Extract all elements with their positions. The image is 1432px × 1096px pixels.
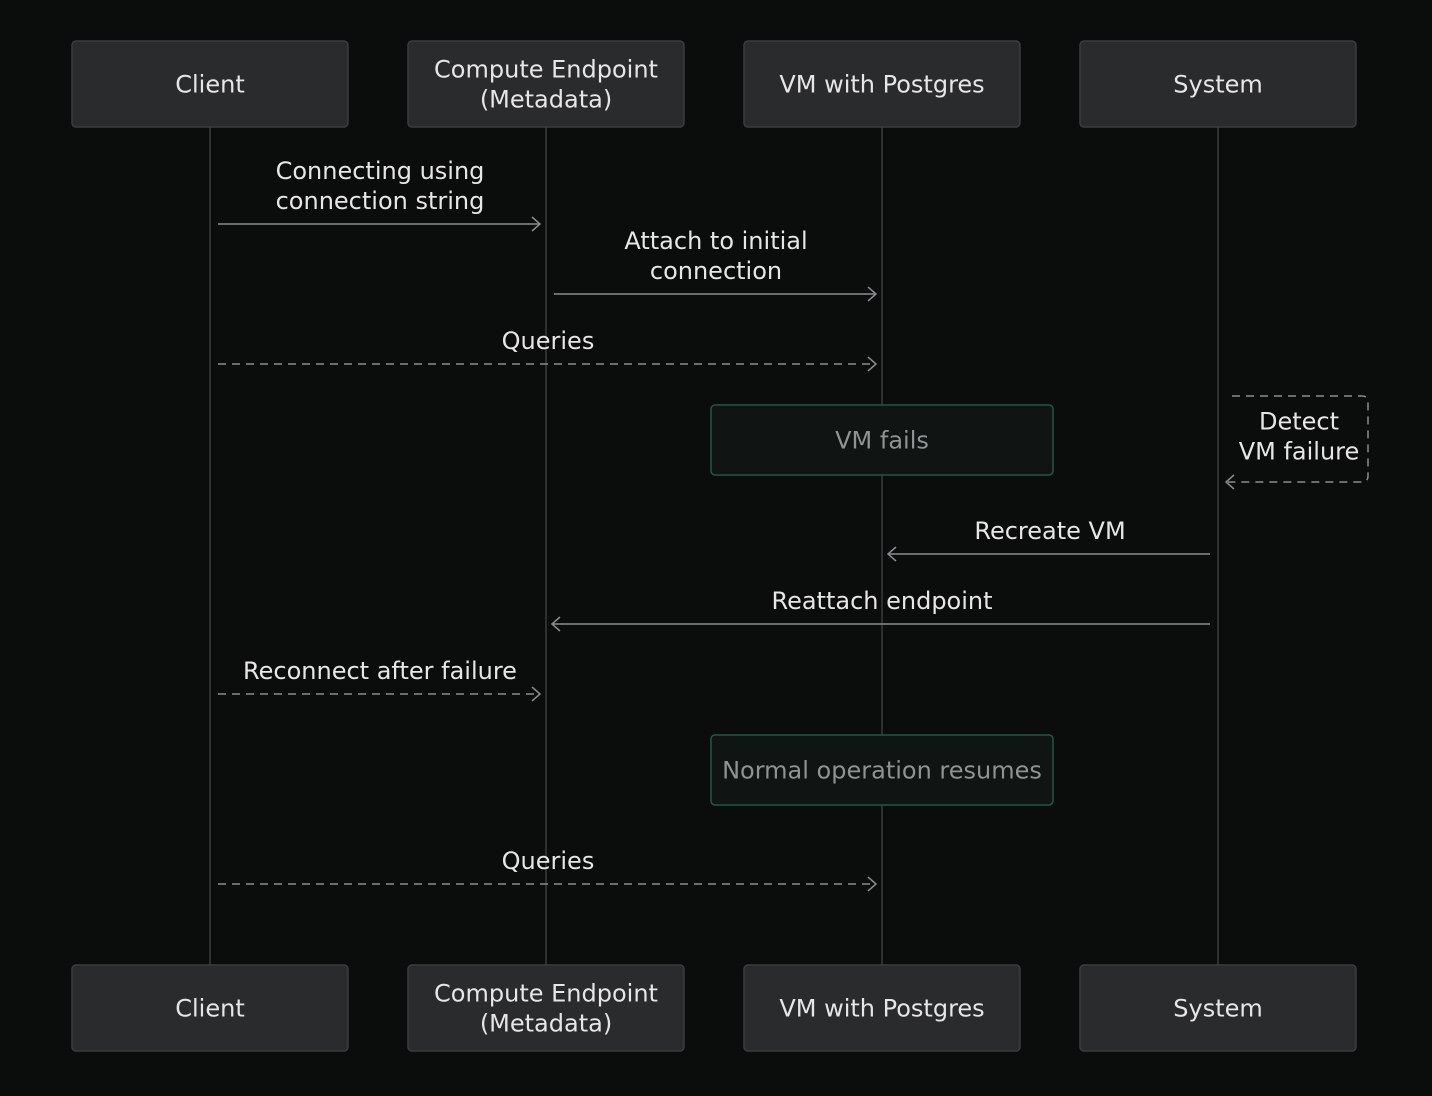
actor-bottom-system: System xyxy=(1079,964,1357,1052)
actor-label: (Metadata) xyxy=(480,1010,612,1038)
message-label: Connecting using xyxy=(276,157,485,185)
arrowhead xyxy=(867,356,878,372)
actor-top-compute: Compute Endpoint(Metadata) xyxy=(407,40,685,128)
self-message-line xyxy=(1228,395,1369,483)
arrowhead xyxy=(867,876,878,892)
message-label: Reattach endpoint xyxy=(771,587,992,615)
message-label: Detect xyxy=(1259,408,1339,436)
message-label: Queries xyxy=(502,327,595,355)
actor-box xyxy=(71,40,349,128)
note-box xyxy=(710,404,1054,476)
message-label: Recreate VM xyxy=(974,517,1125,545)
actor-box xyxy=(407,40,685,128)
actor-label: Client xyxy=(175,71,244,99)
actor-box xyxy=(407,964,685,1052)
actor-label: Client xyxy=(175,995,244,1023)
message-reattach: Reattach endpoint xyxy=(550,587,1210,632)
note-label: Normal operation resumes xyxy=(722,757,1042,785)
message-queries-2: Queries xyxy=(218,847,878,892)
arrowhead xyxy=(886,546,897,562)
note-label: VM fails xyxy=(835,427,929,455)
message-reconnect: Reconnect after failure xyxy=(218,657,542,702)
message-label: connection xyxy=(650,257,782,285)
actor-top-client: Client xyxy=(71,40,349,128)
actor-label: System xyxy=(1173,71,1263,99)
actor-label: VM with Postgres xyxy=(779,71,984,99)
message-label: Queries xyxy=(502,847,595,875)
note-resumes: Normal operation resumes xyxy=(710,734,1054,806)
actor-box xyxy=(71,964,349,1052)
actor-label: (Metadata) xyxy=(480,86,612,114)
message-label: VM failure xyxy=(1239,438,1360,466)
message-label: Reconnect after failure xyxy=(243,657,517,685)
message-queries-1: Queries xyxy=(218,327,878,372)
actor-label: Compute Endpoint xyxy=(434,980,658,1008)
arrowhead xyxy=(1224,474,1235,490)
arrowhead xyxy=(531,686,542,702)
arrowhead xyxy=(531,216,542,232)
actor-label: VM with Postgres xyxy=(779,995,984,1023)
actor-bottom-client: Client xyxy=(71,964,349,1052)
note-vm-fails: VM fails xyxy=(710,404,1054,476)
actor-top-system: System xyxy=(1079,40,1357,128)
actor-box xyxy=(743,964,1021,1052)
actor-box xyxy=(1079,964,1357,1052)
message-recreate: Recreate VM xyxy=(886,517,1210,562)
arrowhead xyxy=(550,616,561,632)
actor-bottom-compute: Compute Endpoint(Metadata) xyxy=(407,964,685,1052)
actor-bottom-vm: VM with Postgres xyxy=(743,964,1021,1052)
message-label: connection string xyxy=(276,187,485,215)
actor-box xyxy=(743,40,1021,128)
actor-top-vm: VM with Postgres xyxy=(743,40,1021,128)
actor-label: System xyxy=(1173,995,1263,1023)
actor-box xyxy=(1079,40,1357,128)
note-box xyxy=(710,734,1054,806)
actor-label: Compute Endpoint xyxy=(434,56,658,84)
arrowhead xyxy=(867,286,878,302)
message-label: Attach to initial xyxy=(624,227,807,255)
